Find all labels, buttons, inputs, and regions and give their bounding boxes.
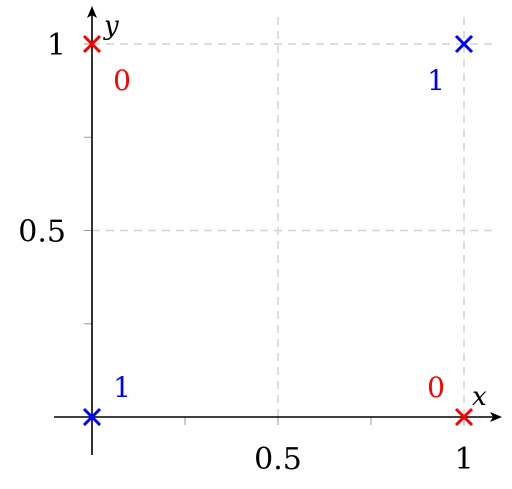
y-tick-label: 1 — [47, 28, 66, 63]
x-marker — [454, 407, 474, 427]
data-point-2: 0 — [427, 371, 474, 427]
point-class-label: 0 — [427, 371, 445, 404]
x-tick-label: 1 — [454, 442, 473, 477]
data-point-3: 1 — [427, 34, 474, 97]
data-point-0: 1 — [82, 371, 131, 427]
x-marker — [82, 34, 102, 54]
axes: x y — [54, 6, 502, 455]
data-points: 1 0 0 1 — [82, 34, 474, 427]
grid — [92, 12, 496, 417]
data-point-1: 0 — [82, 34, 131, 97]
y-tick-label: 0.5 — [18, 215, 66, 250]
point-class-label: 1 — [113, 371, 131, 404]
point-class-label: 0 — [113, 64, 131, 97]
x-marker — [454, 34, 474, 54]
x-axis-arrow — [490, 412, 502, 422]
x-tick-label: 0.5 — [254, 442, 302, 477]
point-class-label: 1 — [427, 64, 445, 97]
tick-labels: 0.5 1 0.5 1 — [18, 28, 473, 477]
y-axis-arrow — [87, 6, 97, 18]
y-axis-label: y — [103, 11, 119, 41]
minor-ticks — [84, 43, 465, 425]
x-axis-label: x — [472, 382, 487, 412]
x-marker — [82, 407, 102, 427]
